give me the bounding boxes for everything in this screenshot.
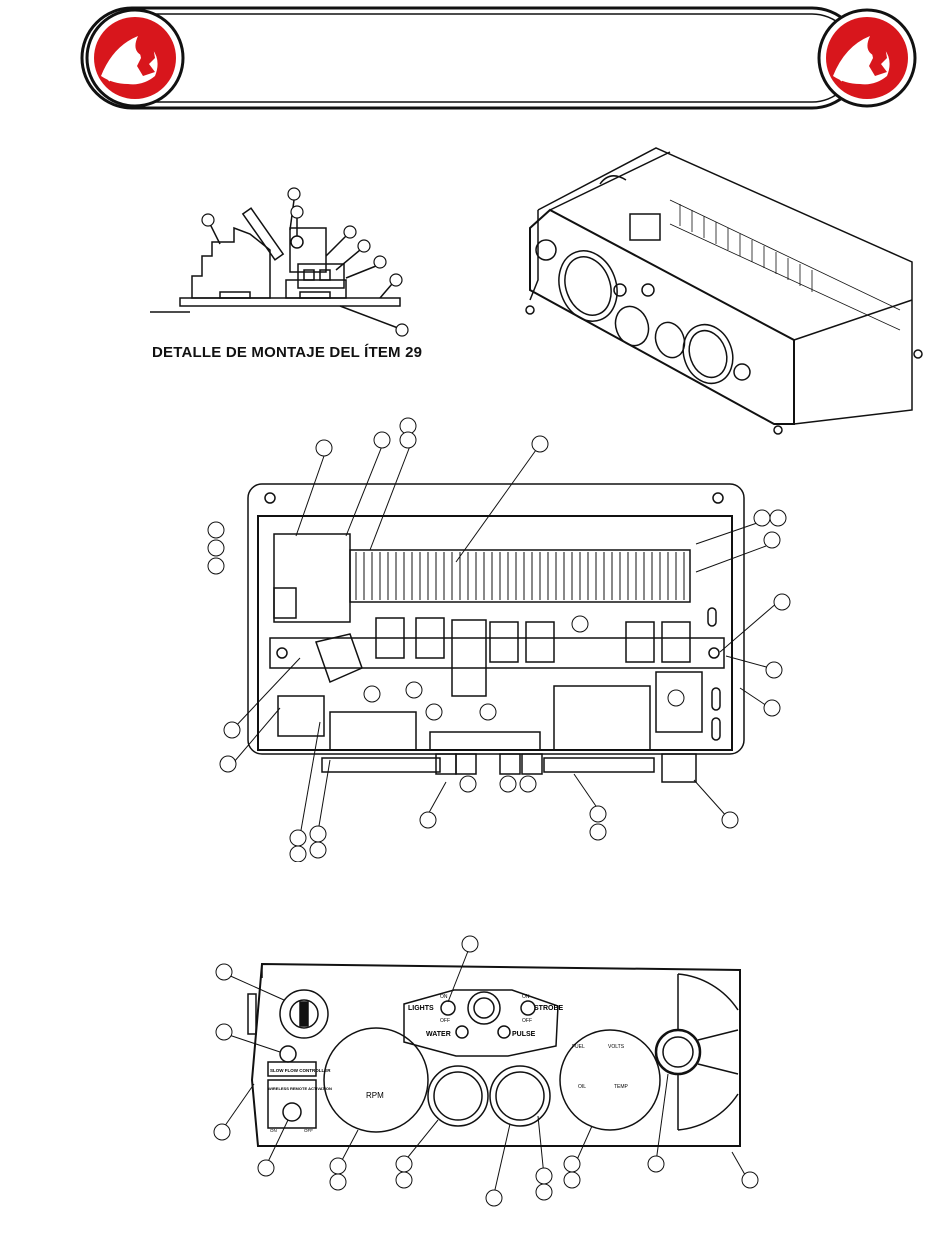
lights-label: LIGHTS	[408, 1005, 434, 1012]
pulse-label: PULSE	[512, 1031, 536, 1038]
wireless-off-label: OFF	[304, 1128, 313, 1133]
rpm-label: RPM	[366, 1091, 384, 1100]
slow-flow-controller-label: SLOW FLOW CONTROLLER	[270, 1068, 331, 1073]
lights-on-label: ON	[440, 994, 448, 1000]
strobe-off-label: OFF	[522, 1018, 532, 1024]
strobe-label: STROBE	[534, 1005, 564, 1012]
isometric-enclosure-view	[510, 140, 930, 440]
mounting-detail-drawing	[140, 180, 450, 340]
wireless-on-label: ON	[270, 1128, 277, 1133]
fuel-label: FUEL	[572, 1044, 585, 1050]
detail-caption: DETALLE DE MONTAJE DEL ÍTEM 29	[152, 344, 422, 361]
enclosure-interior-view	[200, 412, 800, 862]
volts-label: VOLTS	[608, 1044, 625, 1050]
temp-label: TEMP	[614, 1084, 629, 1090]
knight-helmet-logo-icon	[83, 6, 187, 110]
strobe-on-label: ON	[522, 994, 530, 1000]
lights-off-label: OFF	[440, 1018, 450, 1024]
water-label: WATER	[426, 1031, 451, 1038]
header-banner	[80, 6, 864, 110]
oil-label: OIL	[578, 1084, 586, 1090]
wireless-remote-activation-label: WIRELESS REMOTE ACTIVATION	[268, 1086, 332, 1091]
front-control-panel-view: LIGHTS STROBE WATER PULSE ON OFF ON OFF …	[208, 930, 768, 1210]
knight-helmet-logo-icon-right	[815, 6, 919, 110]
